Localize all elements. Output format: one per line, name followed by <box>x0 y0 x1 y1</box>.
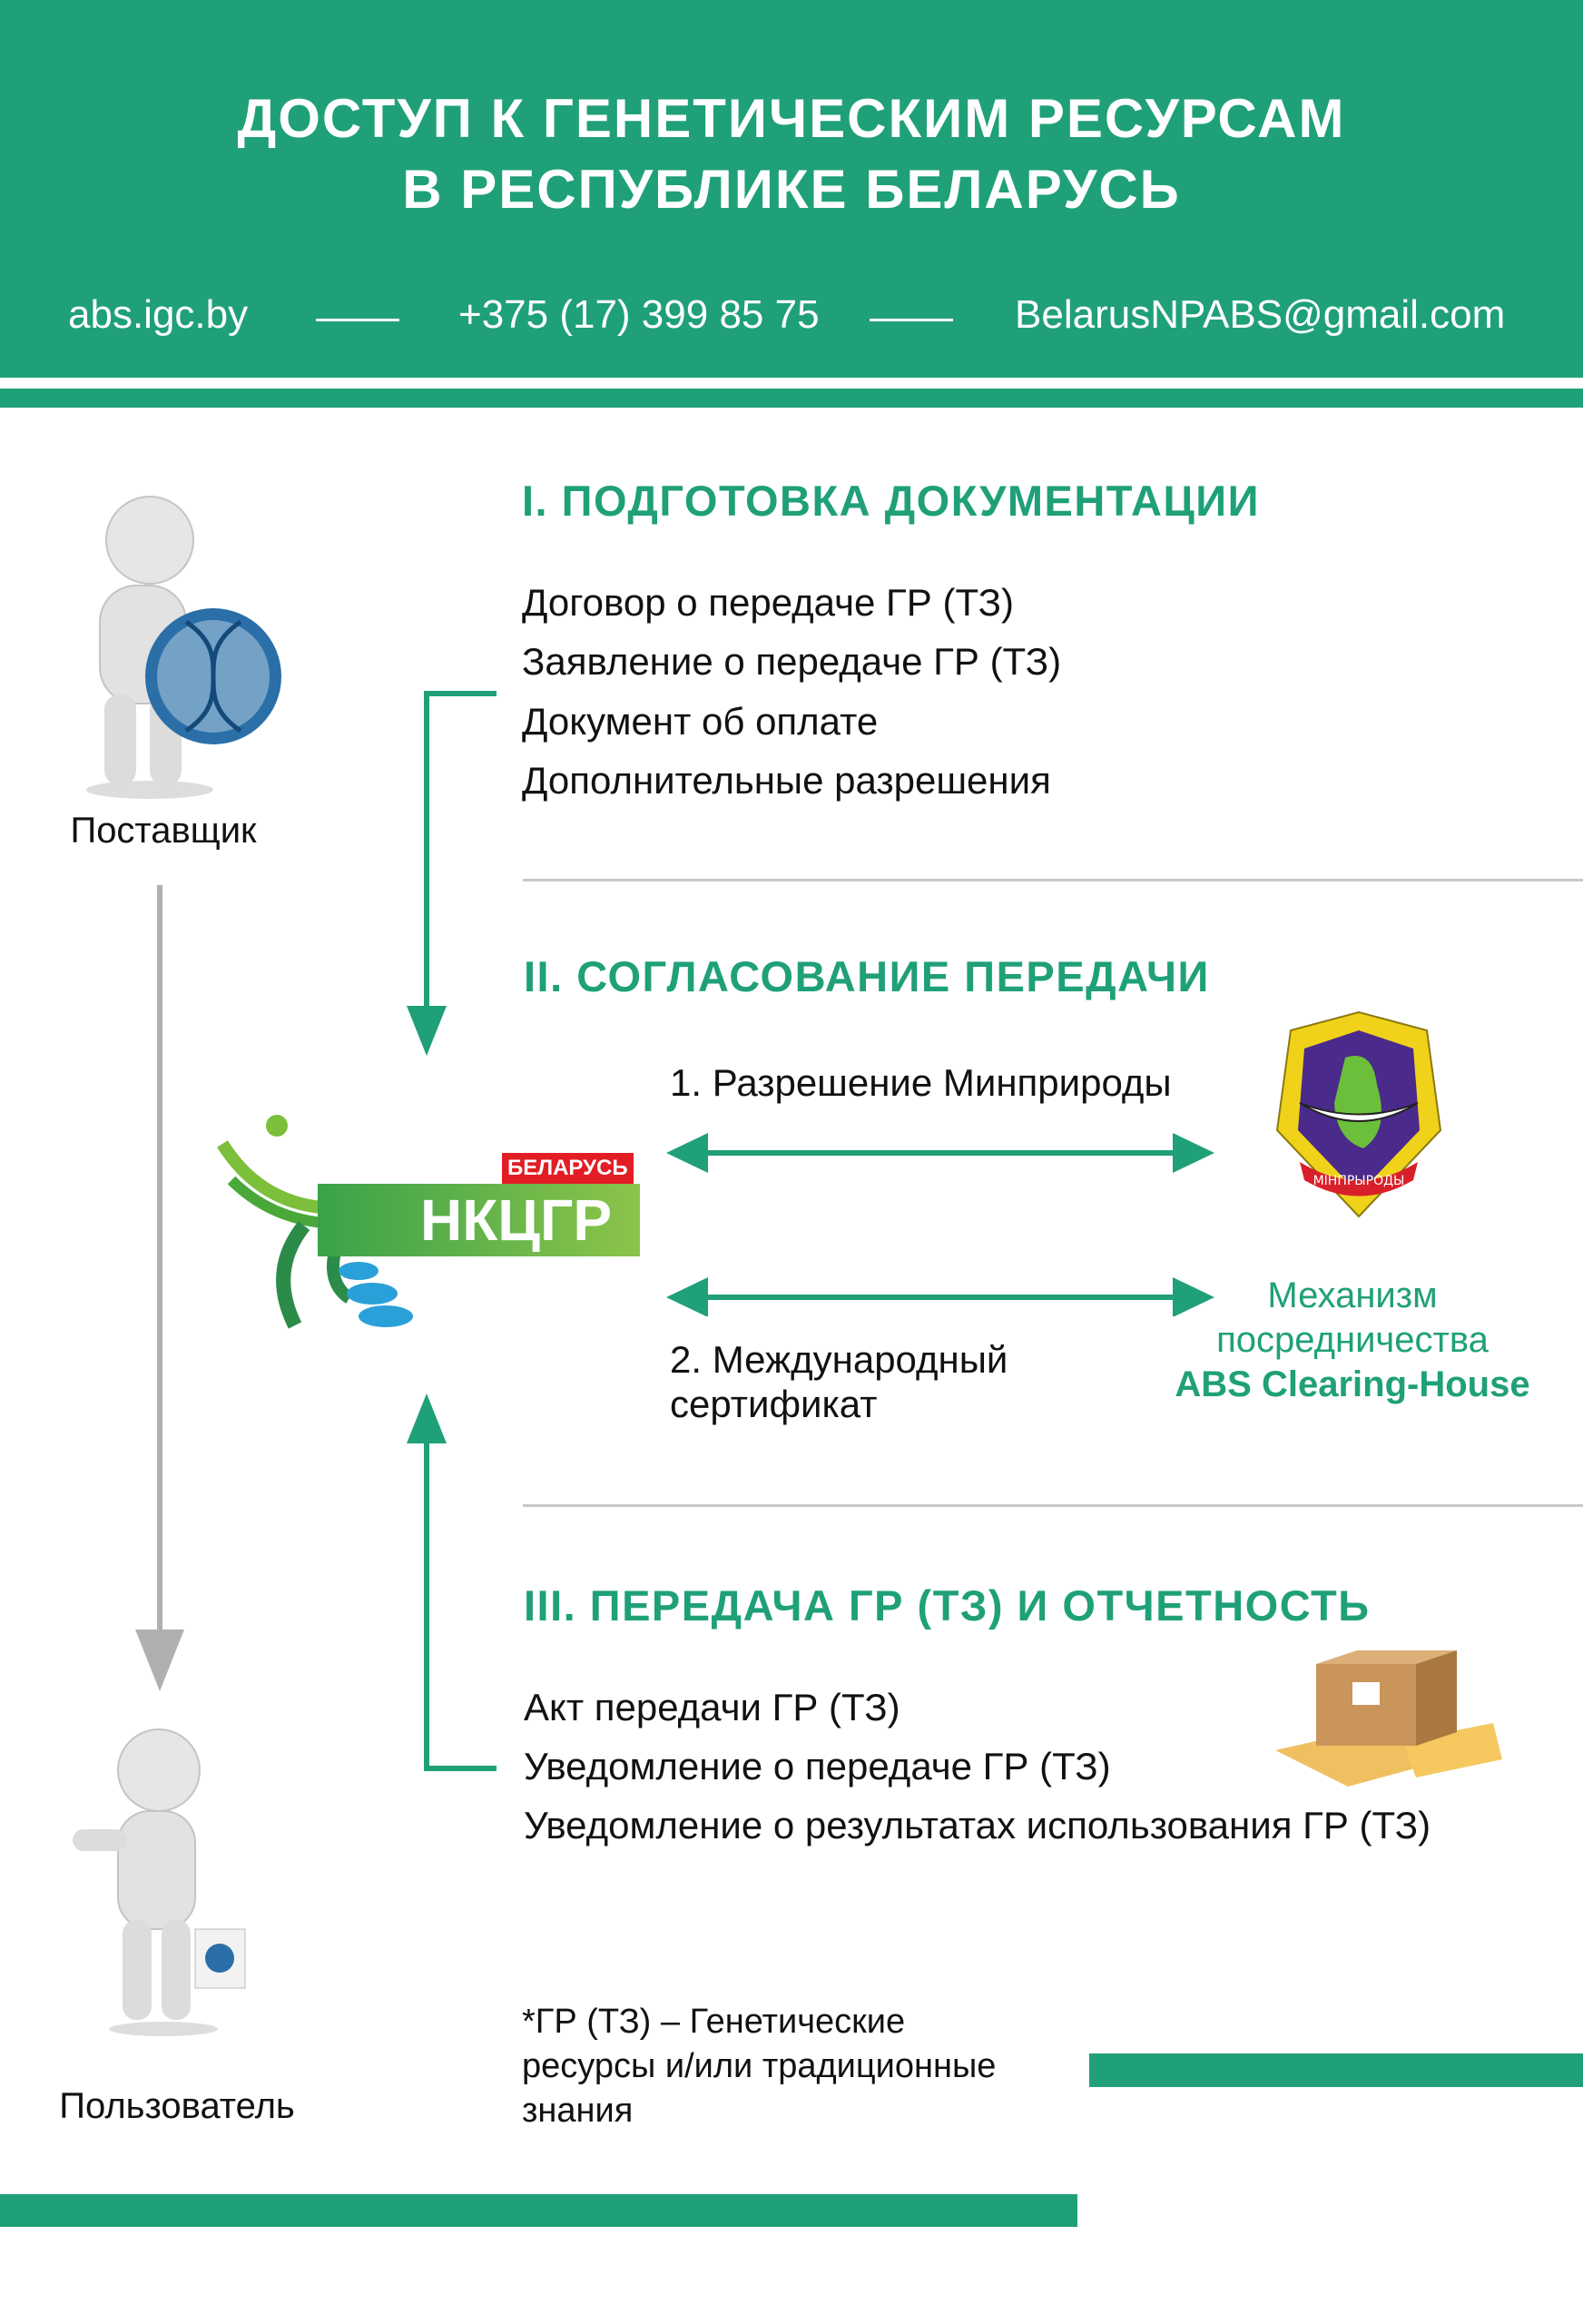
mechanism-line2: посредничества <box>1216 1320 1489 1360</box>
section-1-item: Заявление о передаче ГР (ТЗ) <box>522 640 1062 683</box>
header-band <box>0 389 1583 408</box>
separator <box>316 319 399 321</box>
section-1-heading: I. ПОДГОТОВКА ДОКУМЕНТАЦИИ <box>522 477 1260 525</box>
divider <box>523 1504 1583 1507</box>
abs-clearing-house-link[interactable]: ABS Clearing-House <box>1175 1364 1530 1404</box>
mechanism-line1: Механизм <box>1267 1275 1438 1315</box>
section-3-item: Уведомление о передаче ГР (ТЗ) <box>524 1745 1111 1787</box>
parcels-icon <box>1275 1650 1502 1787</box>
logo-band <box>318 1184 640 1256</box>
phone-number[interactable]: +375 (17) 399 85 75 <box>458 292 820 337</box>
user-label: Пользователь <box>59 2086 295 2126</box>
footnote-line1: *ГР (ТЗ) – Генетические <box>522 2003 906 2041</box>
emblem-text: МІНПРЫРОДЫ <box>1313 1174 1405 1188</box>
title-line-2: В РЕСПУБЛИКЕ БЕЛАРУСЬ <box>402 159 1181 220</box>
footnote-line2: ресурсы и/или традиционные <box>522 2047 997 2085</box>
logo-badge: БЕЛАРУСЬ <box>502 1153 634 1184</box>
header-banner <box>0 0 1583 378</box>
minprirody-emblem-icon: МІНПРЫРОДЫ <box>1275 1010 1442 1218</box>
step-2-label-line2: сертификат <box>670 1383 878 1425</box>
step-2-label-line1: 2. Международный <box>670 1338 1008 1381</box>
website-link[interactable]: abs.igc.by <box>68 292 249 337</box>
section-2-heading: II. СОГЛАСОВАНИЕ ПЕРЕДАЧИ <box>524 952 1210 1000</box>
section-3-item: Уведомление о результатах использования … <box>524 1804 1431 1846</box>
decorative-bar-bottom <box>0 2194 1077 2227</box>
email-link[interactable]: BelarusNPABS@gmail.com <box>1015 292 1506 337</box>
decorative-bar-right <box>1089 2053 1583 2087</box>
logo-text: НКЦГР <box>420 1187 612 1253</box>
user-figure-icon <box>73 1728 246 2036</box>
nkcgr-logo: НКЦГР БЕЛАРУСЬ <box>213 1108 640 1339</box>
section-1-item: Документ об оплате <box>522 700 879 743</box>
header-white-line <box>0 379 1583 384</box>
separator <box>870 319 953 321</box>
footnote-line3: знания <box>522 2092 634 2130</box>
section-1-item: Договор о передаче ГР (ТЗ) <box>522 581 1014 624</box>
provider-figure-icon <box>86 496 281 799</box>
provider-label: Поставщик <box>70 811 257 851</box>
section-3-heading: III. ПЕРЕДАЧА ГР (ТЗ) И ОТЧЕТНОСТЬ <box>524 1581 1371 1630</box>
double-arrows-icon <box>666 1133 1214 1316</box>
divider <box>523 879 1583 881</box>
title-line-1: ДОСТУП К ГЕНЕТИЧЕСКИМ РЕСУРСАМ <box>237 88 1346 149</box>
provider-to-user-arrow-icon <box>135 885 184 1691</box>
section-3-item: Акт передачи ГР (ТЗ) <box>524 1686 900 1728</box>
step-1-label: 1. Разрешение Минприроды <box>670 1061 1172 1104</box>
section-1-item: Дополнительные разрешения <box>522 759 1051 802</box>
reports-to-center-arrow-icon <box>407 1393 497 1771</box>
docs-to-center-arrow-icon <box>407 691 497 1056</box>
